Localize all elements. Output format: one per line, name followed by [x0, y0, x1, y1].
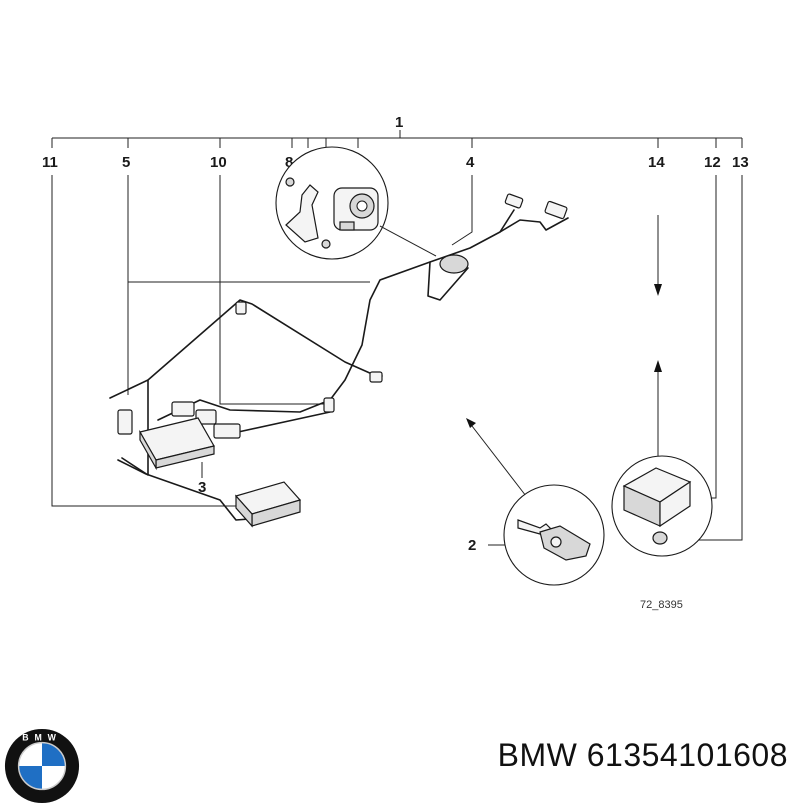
- control-module-3: [139, 417, 215, 471]
- direction-arrows: [466, 215, 662, 497]
- detail-circle-key: [503, 484, 605, 586]
- callout-11: 11: [42, 154, 58, 171]
- callout-10: 10: [210, 154, 227, 171]
- callout-8: 8: [285, 154, 293, 171]
- control-unit-11: [234, 481, 302, 528]
- callout-12: 12: [704, 154, 721, 171]
- detail-circle-module: [611, 455, 713, 557]
- callout-bracket: [51, 130, 743, 148]
- callout-5: 5: [122, 154, 130, 171]
- callout-1: 1: [395, 114, 403, 131]
- callout-3: 3: [198, 479, 206, 496]
- bmw-logo: BMW: [4, 728, 80, 804]
- detail-circle-sensor: [275, 146, 437, 260]
- callout-14: 14: [648, 154, 665, 171]
- callout-13: 13: [732, 154, 749, 171]
- callout-4: 4: [466, 154, 475, 171]
- svg-text:BMW: BMW: [22, 733, 61, 743]
- part-number-caption: BMW 61354101608: [497, 737, 788, 773]
- connector-parts: [117, 193, 568, 439]
- callout-2: 2: [468, 537, 476, 554]
- reference-code: 72_8395: [640, 599, 683, 611]
